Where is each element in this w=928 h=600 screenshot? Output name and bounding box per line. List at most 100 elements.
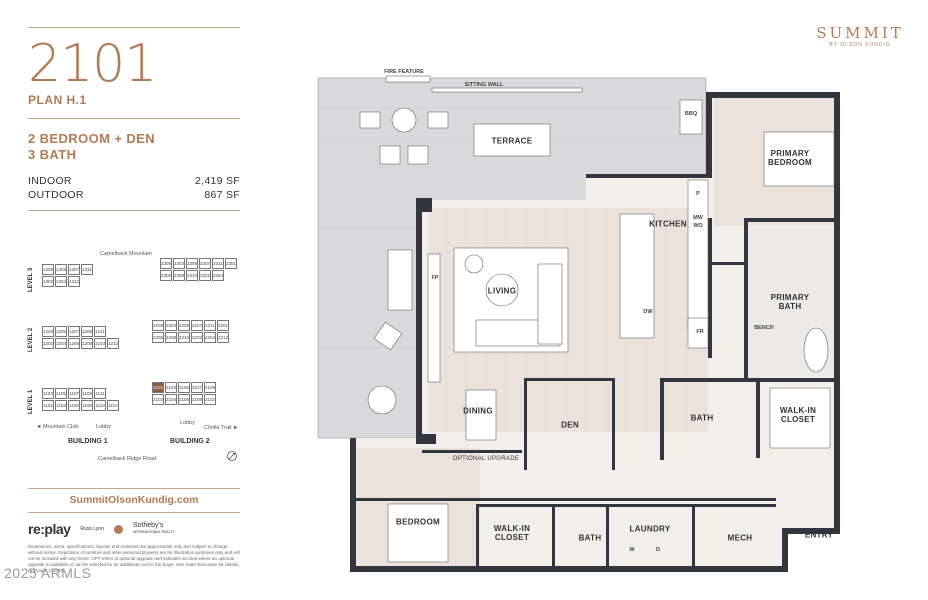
entry-label: ENTRY bbox=[804, 530, 834, 540]
key-map-unit: 2305 bbox=[186, 258, 198, 269]
fire-feature bbox=[385, 75, 431, 83]
key-map-unit: 2203 bbox=[165, 320, 177, 331]
key-map-unit: 2307 bbox=[199, 258, 211, 269]
key-map-unit: 1212 bbox=[107, 338, 119, 349]
kitchen-label: KITCHEN bbox=[649, 219, 687, 229]
area-label: OUTDOOR bbox=[28, 189, 84, 201]
walkin-closet-2-label-line2: CLOSET bbox=[494, 533, 530, 542]
dishwasher-label: DW bbox=[643, 309, 653, 315]
key-map-unit: 1302 bbox=[42, 276, 54, 287]
fridge-label: FR bbox=[696, 329, 704, 335]
key-map-unit: 1103 bbox=[42, 388, 54, 399]
building2-label: BUILDING 2 bbox=[170, 438, 210, 445]
microwave-label: MW bbox=[693, 215, 703, 221]
divider bbox=[28, 488, 240, 489]
primary-bedroom-label-line2: BEDROOM bbox=[768, 158, 812, 167]
sothebys-sub: INTERNATIONAL REALTY bbox=[132, 530, 175, 534]
mech-label: MECH bbox=[727, 533, 753, 543]
key-map-unit: 1204 bbox=[55, 338, 67, 349]
key-map-unit: 1107 bbox=[68, 388, 80, 399]
key-map-unit: 2310 bbox=[186, 270, 198, 281]
pantry-label: P bbox=[696, 191, 700, 197]
primary-bath-label-line1: PRIMARY bbox=[770, 293, 810, 302]
key-map-unit: 2106 bbox=[178, 394, 190, 405]
bedroom-furniture bbox=[387, 131, 835, 563]
key-map-unit: 2201 bbox=[217, 320, 229, 331]
lobby-label: Lobby bbox=[180, 420, 195, 426]
russ-lyon-logo: Russ Lyon bbox=[80, 525, 104, 532]
key-map-unit: 1210 bbox=[94, 338, 106, 349]
mountain-club-label: ◄ Mountain Club bbox=[36, 424, 79, 430]
sitting-wall-label: SITTING WALL bbox=[464, 82, 504, 88]
disclaimer-text: Dimensions, sizes, specifications, layou… bbox=[28, 544, 240, 573]
key-map-unit: 2304 bbox=[212, 270, 224, 281]
key-map-unit: 2108 bbox=[191, 394, 203, 405]
sitting-wall bbox=[431, 87, 583, 93]
sothebys-seal-icon bbox=[113, 524, 123, 534]
key-map-unit: 2308 bbox=[173, 270, 185, 281]
walkin-closet-label-line1: WALK-IN bbox=[779, 406, 817, 415]
terrace-label: TERRACE bbox=[491, 136, 533, 146]
walkin-closet-label-line2: CLOSET bbox=[780, 415, 816, 424]
key-map-unit: 2302 bbox=[199, 270, 211, 281]
bed-bath-summary: 2 BEDROOM + DEN 3 BATH bbox=[28, 131, 155, 163]
partner-logos: re:play Russ Lyon Sotheby's INTERNATIONA… bbox=[28, 520, 240, 538]
key-map-unit: 1208 bbox=[81, 338, 93, 349]
building-key-map: Camelback Mountain LEVEL 3 LEVEL 2 LEVEL… bbox=[28, 244, 240, 462]
key-map-unit: 2102 bbox=[152, 394, 164, 405]
key-map-bottom-label: Camelback Ridge Road bbox=[98, 456, 157, 462]
key-map-unit: 1304 bbox=[55, 276, 67, 287]
key-map-unit: 2207 bbox=[191, 320, 203, 331]
sothebys-name: Sotheby's bbox=[132, 522, 164, 529]
sothebys-logo: Sotheby's INTERNATIONAL REALTY bbox=[132, 522, 175, 535]
primary-bedroom-label-line1: PRIMARY bbox=[770, 149, 810, 158]
key-map-unit: 2107 bbox=[191, 382, 203, 393]
key-map-unit: 1311 bbox=[81, 264, 93, 275]
key-map-unit: 1112 bbox=[107, 400, 119, 411]
key-map-unit: 2112 bbox=[204, 394, 216, 405]
key-map-unit: 2205 bbox=[178, 320, 190, 331]
unit-number: 2101 bbox=[28, 34, 157, 94]
laundry-label: LAUNDRY bbox=[629, 524, 671, 534]
key-map-unit: 1312 bbox=[68, 276, 80, 287]
dryer-label: D bbox=[656, 547, 660, 553]
living-label: LIVING bbox=[487, 286, 517, 296]
walls bbox=[350, 92, 840, 572]
divider bbox=[28, 210, 240, 211]
floor-plan-drawing bbox=[317, 75, 840, 572]
area-value: 2,419 SF bbox=[194, 175, 240, 187]
key-map-unit: 2311 bbox=[212, 258, 224, 269]
replay-logo: re:play bbox=[28, 521, 71, 537]
brand-subtitle: BY OLSON KUNDIG bbox=[829, 42, 891, 48]
key-map-unit: 1105 bbox=[55, 388, 67, 399]
divider bbox=[28, 27, 240, 28]
bbq-counter bbox=[679, 99, 703, 135]
key-map-unit: 1209 bbox=[81, 326, 93, 337]
key-map-unit: 1207 bbox=[68, 326, 80, 337]
key-map-unit: 1203 bbox=[42, 326, 54, 337]
fire-feature-label: FIRE FEATURE bbox=[384, 69, 424, 75]
bbq-label: BBQ bbox=[684, 111, 698, 117]
unit-info-panel: 2101 PLAN H.1 2 BEDROOM + DEN 3 BATH IND… bbox=[28, 0, 240, 600]
key-map-unit: 2103 bbox=[165, 382, 177, 393]
key-map-unit: 2104 bbox=[165, 394, 177, 405]
key-map-unit: 2202 bbox=[191, 332, 203, 343]
key-map-unit: 1109 bbox=[81, 388, 93, 399]
key-map-unit: 1206 bbox=[68, 338, 80, 349]
key-map-unit: 2306 bbox=[160, 270, 172, 281]
bath-count: 3 BATH bbox=[28, 147, 77, 162]
website-link[interactable]: SummitOlsonKundig.com bbox=[69, 494, 199, 506]
key-map-unit: 2212 bbox=[217, 332, 229, 343]
key-map-unit: 2109 bbox=[204, 382, 216, 393]
key-map-unit: 1101 bbox=[42, 400, 54, 411]
washer-label: W bbox=[629, 547, 635, 553]
key-map-unit: 1305 bbox=[42, 264, 54, 275]
primary-bedroom-label: PRIMARY BEDROOM bbox=[768, 149, 812, 167]
key-map-unit: 2209 bbox=[152, 320, 164, 331]
key-map-unit: 2208 bbox=[165, 332, 177, 343]
primary-bath-label-line2: BATH bbox=[778, 302, 802, 311]
walkin-closet-2-label-line1: WALK-IN bbox=[493, 524, 531, 533]
wall-oven-label: WO bbox=[693, 223, 703, 229]
area-label: INDOOR bbox=[28, 175, 72, 187]
key-map-unit: 2206 bbox=[152, 332, 164, 343]
